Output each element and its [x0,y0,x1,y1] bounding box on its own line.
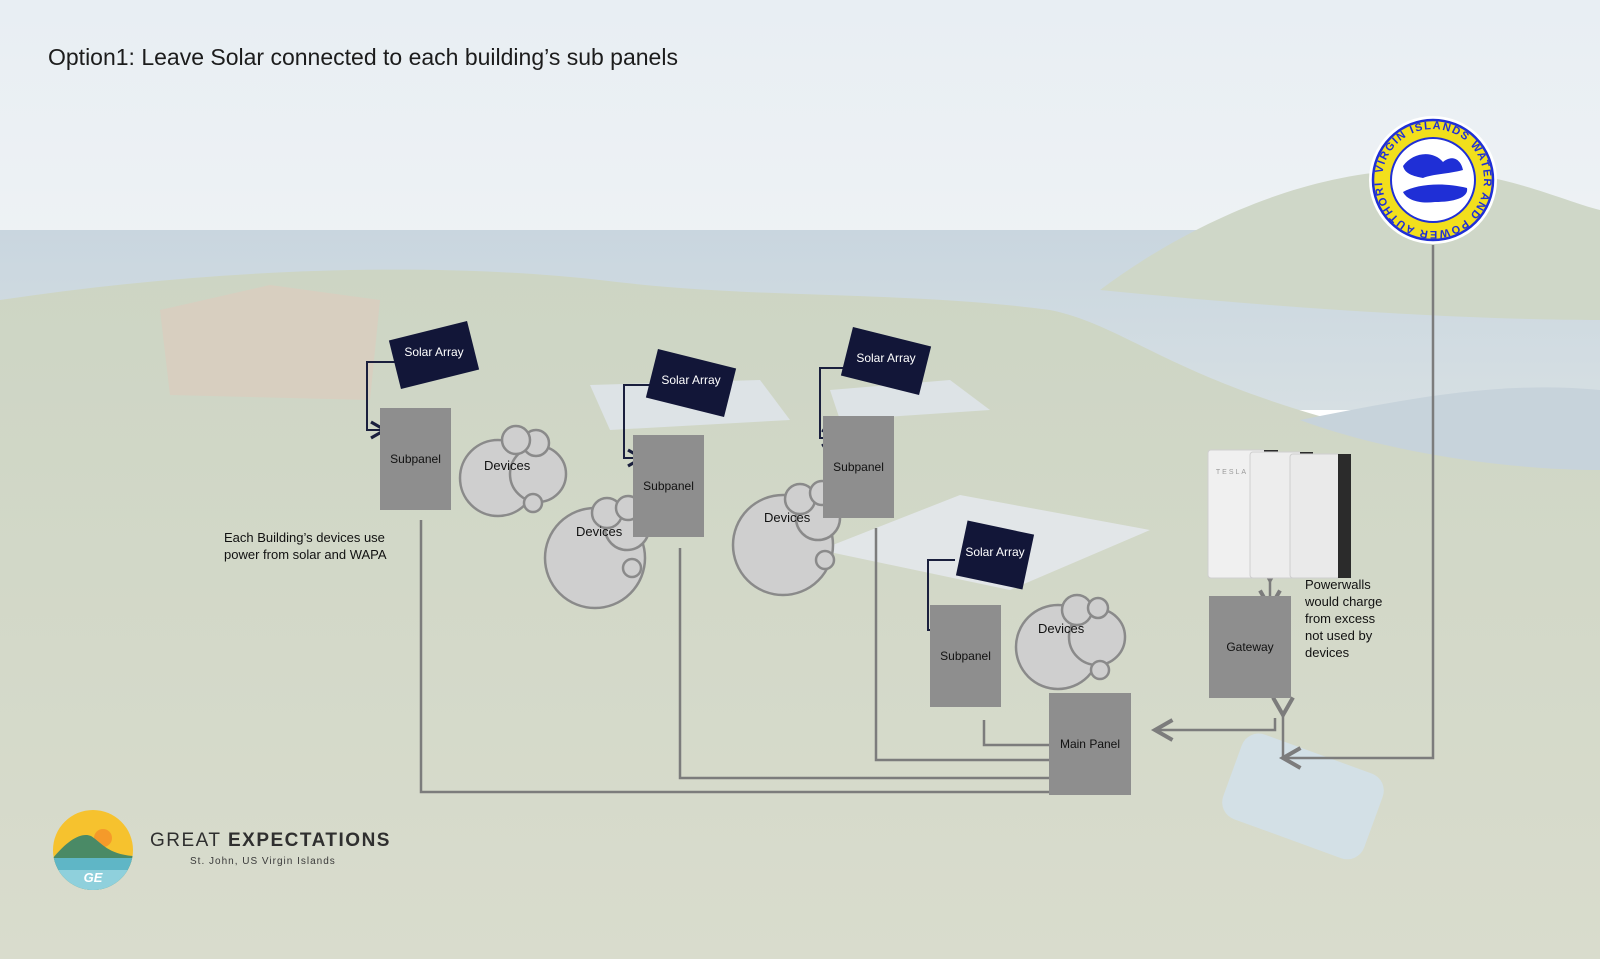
devices-label-3: Devices [764,510,811,525]
building-devices-note: Each Building’s devices use power from s… [224,529,387,563]
bay-water [1300,387,1600,470]
subpanel-2: Subpanel [633,435,704,537]
solar-array-2: Solar Array [623,348,737,468]
subpanel-label: Subpanel [390,452,441,466]
gateway-label: Gateway [1226,640,1274,654]
devices-label-4: Devices [1038,621,1085,636]
powerwalls-note: Powerwalls would charge from excess not … [1305,576,1382,661]
gateway: Gateway [1209,596,1291,698]
main-panel-label: Main Panel [1059,737,1121,751]
pool [1222,733,1384,860]
subpanel-1: Subpanel [380,408,451,510]
wire-subpanel-1 [419,520,1070,794]
solar-array-label: Solar Array [404,345,463,359]
great-expectations-logo: GE [53,810,133,890]
logo-wordmark: GREAT EXPECTATIONS St. John, US Virgin I… [150,830,391,867]
main-panel: Main Panel [1049,693,1131,795]
solar-array-label: Solar Array [965,545,1024,559]
note-line: would charge [1305,594,1383,609]
page-title: Option1: Leave Solar connected to each b… [48,44,678,70]
wapa-line [1278,245,1435,770]
solar-array-1: Solar Array [366,320,480,440]
villa-roof [160,285,380,400]
subpanel-4: Subpanel [930,605,1001,707]
devices-label-2: Devices [576,524,623,539]
note-line: from excess [1305,611,1376,626]
wire-subpanel-4 [982,720,1070,747]
wire-subpanel-3 [874,528,1070,762]
note-line: power from solar and WAPA [224,547,387,562]
powerwall-stack: TESLA [1207,449,1351,579]
wire-subpanel-2 [678,548,1070,780]
solar-array-label: Solar Array [856,351,915,365]
subpanel-to-main-wires [419,520,1070,794]
subpanel-label: Subpanel [643,479,694,493]
solar-array-4: Solar Array [927,520,1035,640]
cottage-roof-2 [830,380,990,420]
subpanel-label: Subpanel [833,460,884,474]
brand-name: GREAT EXPECTATIONS [150,830,391,852]
devices-cluster-2 [543,494,651,610]
subpanel-3: Subpanel [823,416,894,518]
devices-cluster-1 [458,424,568,518]
note-line: Powerwalls [1305,577,1371,592]
note-line: devices [1305,645,1350,660]
wapa-island-top [1403,154,1463,178]
devices-cluster-4 [1014,593,1127,691]
note-line: not used by [1305,628,1373,643]
brand-name-bold: EXPECTATIONS [227,830,391,851]
wapa-seal: VIRGIN ISLANDS WATER AND POWER AUTHORITY [1369,116,1497,244]
logo-monogram: GE [84,870,103,885]
solar-array-label: Solar Array [661,373,720,387]
wapa-island-bottom [1403,184,1468,203]
note-line: Each Building’s devices use [224,530,385,545]
brand-name-light: GREAT [150,830,228,851]
subpanel-label: Subpanel [940,649,991,663]
solar-array-3: Solar Array [819,326,932,448]
devices-label-1: Devices [484,458,531,473]
brand-subtitle: St. John, US Virgin Islands [190,856,336,867]
powerwall-brand: TESLA [1216,469,1248,476]
